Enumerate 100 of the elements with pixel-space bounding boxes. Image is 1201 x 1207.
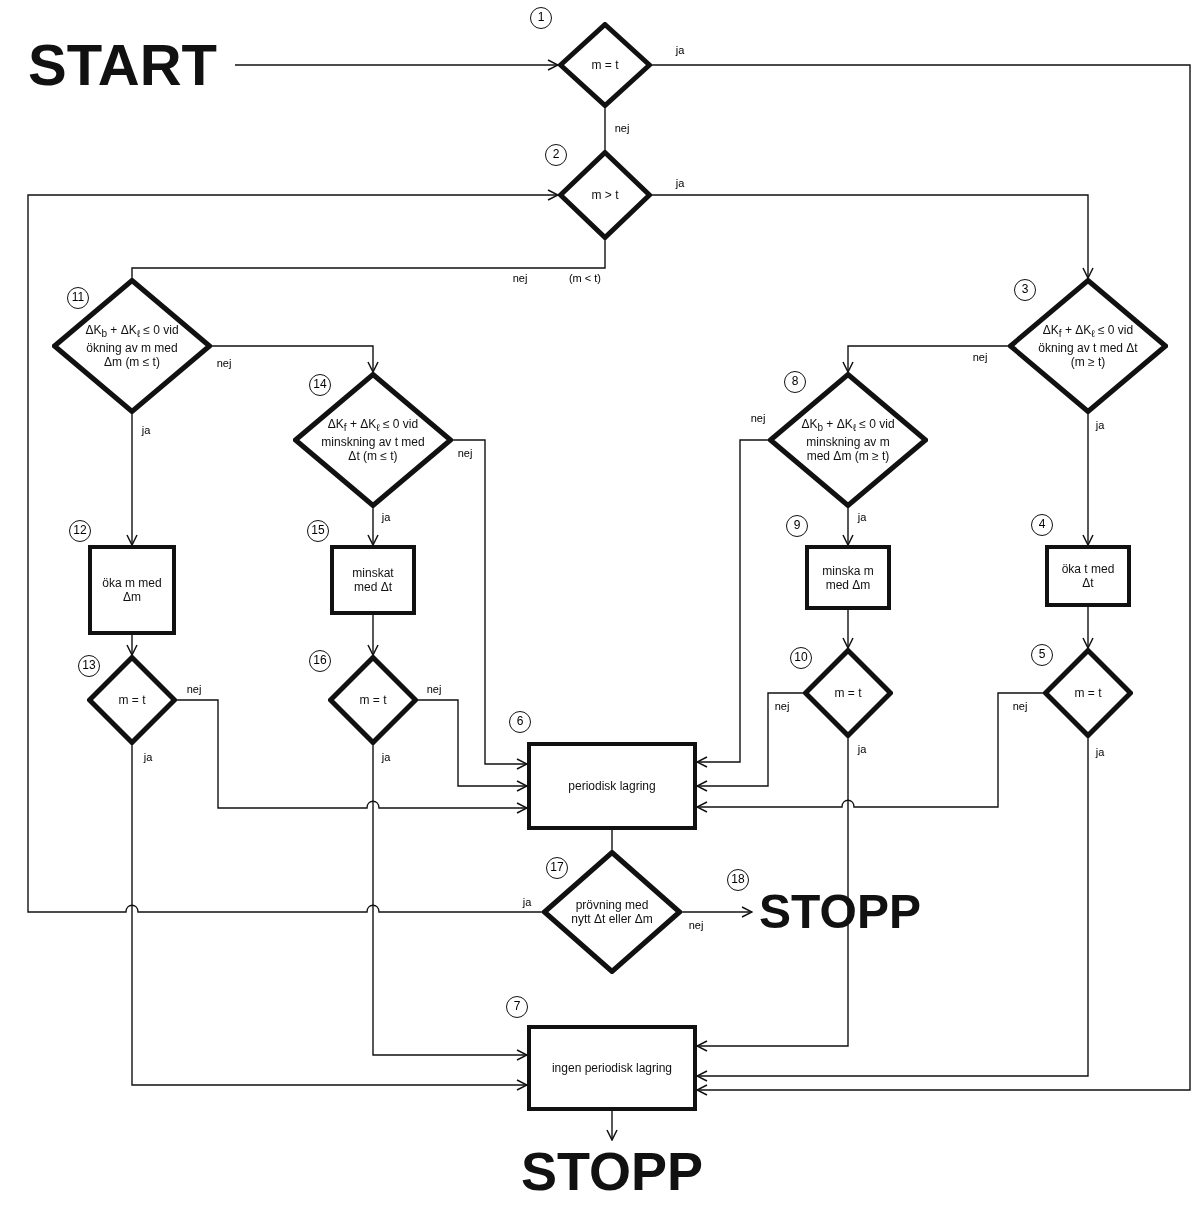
decision-text: m > t xyxy=(590,188,620,202)
step-number: 8 xyxy=(784,371,806,393)
decision-text: ΔK$_{f}$ + ΔK$_{ℓ}$ ≤ 0 vid ökning av t med Δt (m ≥ t) xyxy=(1037,322,1139,370)
step-number: 7 xyxy=(506,996,528,1018)
decision-diamond xyxy=(768,372,928,508)
connector-arrow xyxy=(606,1110,618,1141)
connector-arrow xyxy=(367,614,379,656)
edge-label: nej xyxy=(971,351,989,363)
step-number: 9 xyxy=(786,515,808,537)
connector-arrow xyxy=(126,413,138,546)
decision-diamond xyxy=(1008,278,1168,414)
edge-label: ja xyxy=(674,44,686,56)
connector-arrow xyxy=(211,345,379,373)
condition-label: (m < t) xyxy=(567,272,603,284)
edge-label: nej xyxy=(1011,700,1029,712)
process-text: periodisk lagring xyxy=(567,779,657,793)
connector-arrow xyxy=(176,699,528,814)
process-box xyxy=(527,742,697,830)
edge-label: ja xyxy=(521,896,533,908)
connector-arrow xyxy=(1082,606,1094,649)
edge-label: nej xyxy=(425,683,443,695)
step-number: 12 xyxy=(69,520,91,542)
process-text: öka t med Δt xyxy=(1060,562,1116,590)
connector-arrow xyxy=(131,744,528,1091)
edge-label: nej xyxy=(687,919,705,931)
connector-arrow xyxy=(696,737,1089,1082)
edge-label: ja xyxy=(142,751,154,763)
decision-text: m = t xyxy=(833,686,863,700)
process-box xyxy=(330,545,416,615)
connector-arrow xyxy=(234,59,559,71)
process-text: öka m med Δm xyxy=(101,576,163,604)
connector-arrow xyxy=(681,906,753,918)
decision-text: prövning med nytt Δt eller Δm xyxy=(570,898,654,926)
step-number: 17 xyxy=(546,857,568,879)
terminal-label: START xyxy=(10,32,235,98)
process-box xyxy=(527,1025,697,1111)
decision-diamond xyxy=(1043,648,1133,738)
edge-label: nej xyxy=(773,700,791,712)
step-number: 2 xyxy=(545,144,567,166)
connector-arrow xyxy=(696,692,804,792)
connector-arrow xyxy=(452,439,528,770)
step-number: 3 xyxy=(1014,279,1036,301)
terminal-label: STOPP xyxy=(517,1140,707,1202)
decision-diamond xyxy=(542,850,682,974)
decision-diamond xyxy=(52,278,212,414)
connector-arrow xyxy=(651,64,1191,1096)
edge-label: nej xyxy=(749,412,767,424)
decision-text: ΔK$_{b}$ + ΔK$_{ℓ}$ ≤ 0 vid minskning av m med Δm (m ≥ t) xyxy=(800,416,896,464)
connector-arrow xyxy=(842,507,854,546)
connector-arrow xyxy=(27,189,559,913)
edge-label: ja xyxy=(1094,419,1106,431)
step-number: 10 xyxy=(790,647,812,669)
connector-arrow xyxy=(417,699,528,792)
decision-text: m = t xyxy=(117,693,147,707)
connector-arrow xyxy=(372,744,528,1061)
connector-arrow xyxy=(367,507,379,546)
step-number: 16 xyxy=(309,650,331,672)
decision-diamond xyxy=(328,655,418,745)
decision-text: ΔK$_{f}$ + ΔK$_{ℓ}$ ≤ 0 vid minskning av t med Δt (m ≤ t) xyxy=(320,416,426,464)
edge-label: ja xyxy=(856,511,868,523)
connector-arrow xyxy=(696,439,769,768)
connector-arrow xyxy=(651,194,1094,279)
step-number: 14 xyxy=(309,374,331,396)
connector-arrow xyxy=(1082,413,1094,546)
decision-text: ΔK$_{b}$ + ΔK$_{ℓ}$ ≤ 0 vid ökning av m med Δm (m ≤ t) xyxy=(84,322,180,370)
decision-text: m = t xyxy=(358,693,388,707)
process-box xyxy=(1045,545,1131,607)
decision-diamond xyxy=(293,372,453,508)
process-text: ingen periodisk lagring xyxy=(550,1061,674,1075)
process-text: minskat med Δt xyxy=(351,566,395,594)
step-number: 11 xyxy=(67,287,89,309)
decision-diamond xyxy=(558,150,652,240)
edge-label: ja xyxy=(674,177,686,189)
connector-arrow xyxy=(842,609,854,649)
edge-label: ja xyxy=(380,751,392,763)
step-number: 18 xyxy=(727,869,749,891)
decision-diamond xyxy=(558,22,652,108)
edge-label: ja xyxy=(1094,746,1106,758)
step-number: 1 xyxy=(530,7,552,29)
connector-arrow xyxy=(842,345,1009,373)
connector-arrow xyxy=(126,634,138,656)
edge-label: nej xyxy=(185,683,203,695)
connector-arrow xyxy=(696,692,1044,813)
edge-label: nej xyxy=(613,122,631,134)
step-number: 4 xyxy=(1031,514,1053,536)
step-number: 5 xyxy=(1031,644,1053,666)
process-text: minska m med Δm xyxy=(821,563,875,592)
edge-label: nej xyxy=(215,357,233,369)
edge-label: ja xyxy=(140,424,152,436)
decision-text: m = t xyxy=(1073,686,1103,700)
process-box xyxy=(88,545,176,635)
process-box xyxy=(805,545,891,610)
edge-label: ja xyxy=(856,743,868,755)
edge-label: nej xyxy=(456,447,474,459)
edge-label: ja xyxy=(380,511,392,523)
decision-text: m = t xyxy=(590,58,620,72)
step-number: 15 xyxy=(307,520,329,542)
step-number: 13 xyxy=(78,655,100,677)
step-number: 6 xyxy=(509,711,531,733)
edge-label: nej xyxy=(511,272,529,284)
